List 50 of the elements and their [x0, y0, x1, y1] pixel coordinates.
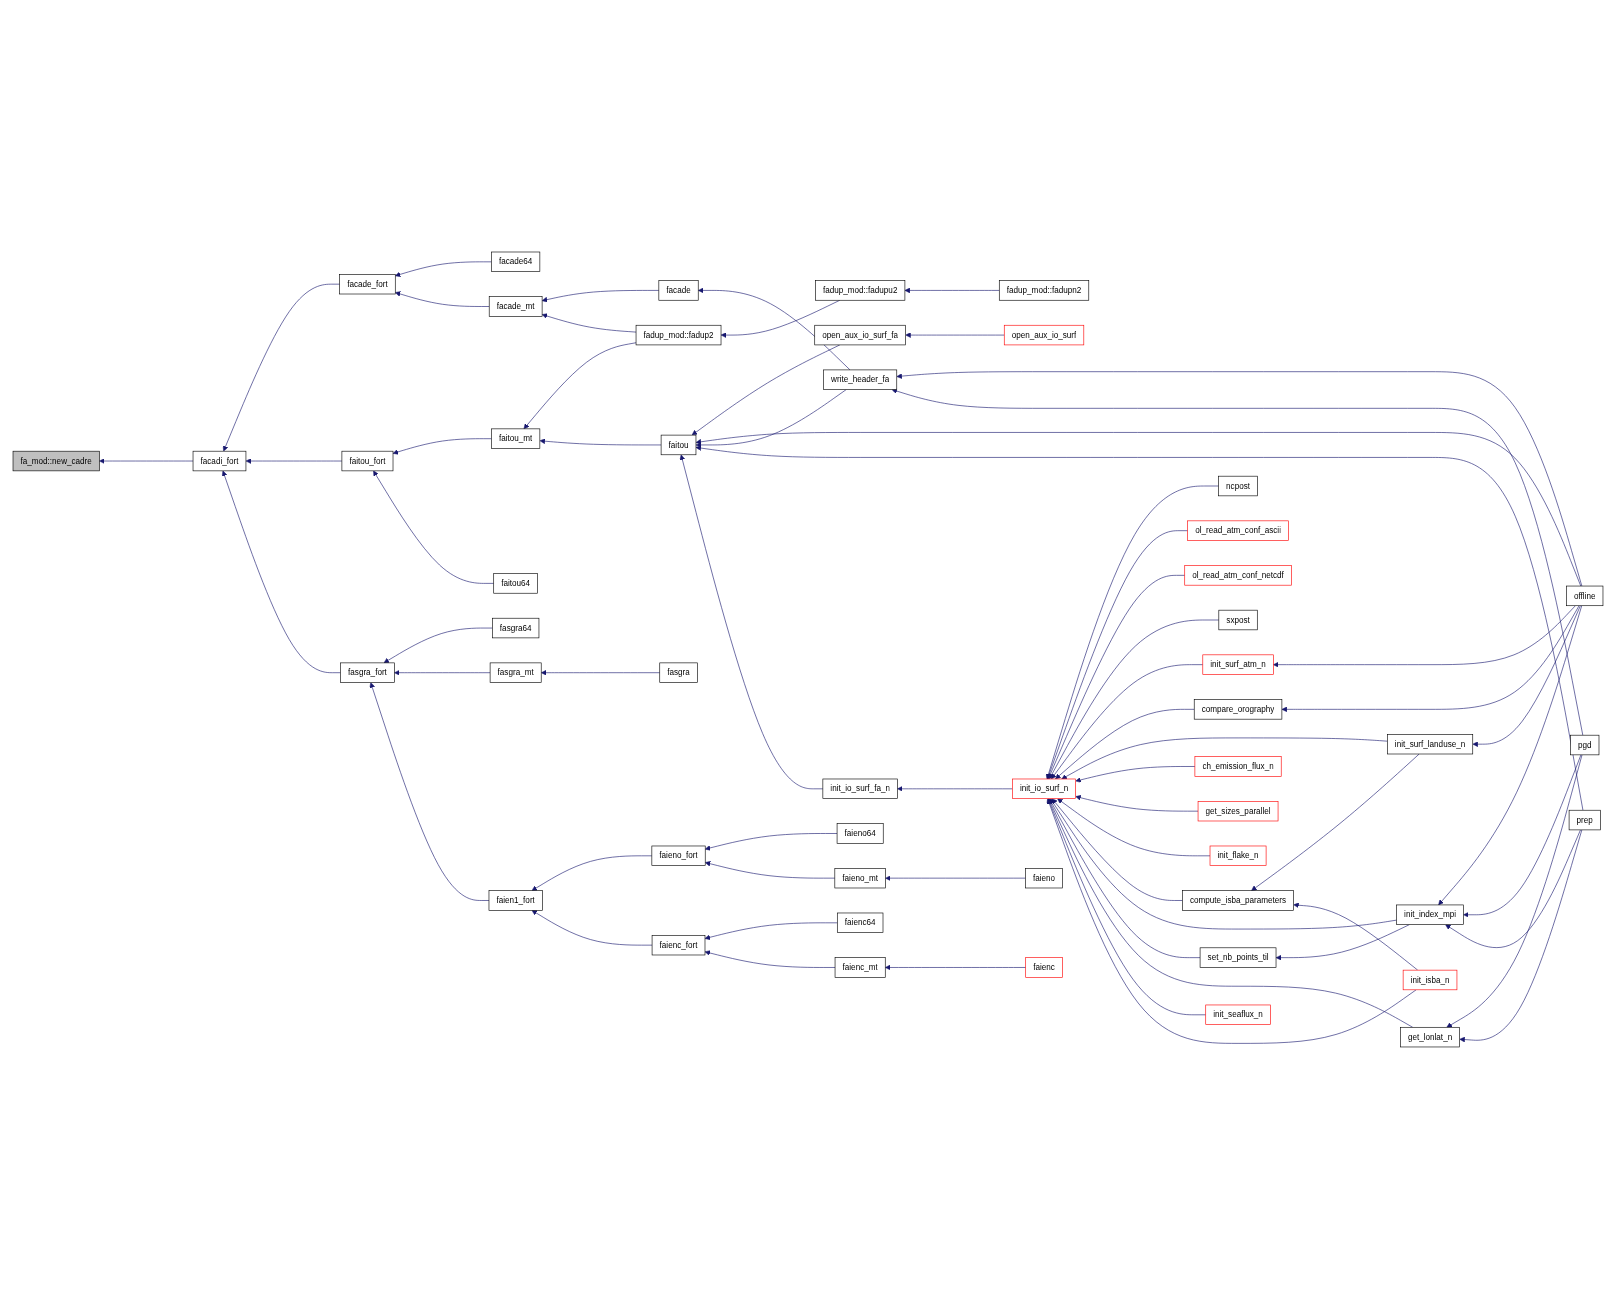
node-box: facadi_fort — [192, 450, 246, 471]
node-box: compare_orography — [1193, 698, 1282, 719]
node-box: compute_isba_parameters — [1181, 889, 1294, 911]
node-box: init_flake_n — [1209, 845, 1266, 866]
node-box: faieno_mt — [834, 867, 886, 888]
node-box: offline — [1565, 585, 1603, 606]
node-box: write_header_fa — [822, 369, 897, 390]
node-box: faitou_fort — [341, 450, 393, 471]
node-box: faien1_fort — [488, 889, 543, 911]
node-box: init_index_mpi — [1395, 904, 1464, 925]
node-box: ncpost — [1217, 475, 1258, 496]
node-box: ol_read_atm_conf_netcdf — [1183, 564, 1292, 585]
node-box: fa_mod::new_cadre — [12, 450, 100, 471]
node-box: prep — [1568, 809, 1601, 830]
node-box: faienc64 — [836, 912, 883, 933]
node-box: fadup_mod::fadupn2 — [998, 279, 1089, 301]
node-box: set_nb_points_til — [1199, 947, 1276, 968]
node-box: fadup_mod::fadupu2 — [814, 279, 905, 301]
node-box: fasgra_mt — [489, 662, 541, 683]
node-box: fasgra — [658, 662, 698, 683]
node-box: sxpost — [1218, 609, 1258, 630]
node-box: faieno_fort — [651, 845, 706, 866]
node-box: fasgra64 — [491, 617, 539, 638]
node-box: facade — [658, 279, 699, 301]
node-box: get_lonlat_n — [1399, 1026, 1460, 1047]
node-box: facade_fort — [338, 273, 396, 294]
node-box: pgd — [1569, 734, 1599, 755]
node-box: init_surf_atm_n — [1202, 654, 1274, 675]
node-box: faienc_fort — [651, 934, 705, 955]
node-box: open_aux_io_surf_fa — [813, 324, 906, 345]
node-box: fadup_mod::fadup2 — [635, 324, 721, 345]
node-box: init_surf_landuse_n — [1386, 733, 1473, 754]
node-box: faienc_mt — [834, 956, 886, 978]
node-box: faienc — [1024, 956, 1063, 978]
node-box: facade_mt — [488, 295, 542, 317]
node-box: ol_read_atm_conf_ascii — [1186, 520, 1289, 541]
node-box: init_io_surf_n — [1011, 778, 1076, 799]
node-box: init_seaflux_n — [1204, 1004, 1271, 1025]
node-box: faitou_mt — [490, 428, 540, 449]
node-box: faitou — [660, 434, 696, 455]
node-box: open_aux_io_surf — [1003, 324, 1084, 345]
node-box: get_sizes_parallel — [1197, 800, 1278, 821]
node-box: init_io_surf_fa_n — [822, 778, 898, 799]
node-box: faieno64 — [836, 822, 884, 844]
node-box: ch_emission_flux_n — [1194, 755, 1282, 777]
node-box: facade64 — [490, 251, 540, 272]
node-box: init_isba_n — [1402, 969, 1457, 990]
node-box: faitou64 — [492, 572, 538, 594]
node-box: faieno — [1024, 867, 1063, 888]
node-box: fasgra_fort — [339, 662, 395, 683]
